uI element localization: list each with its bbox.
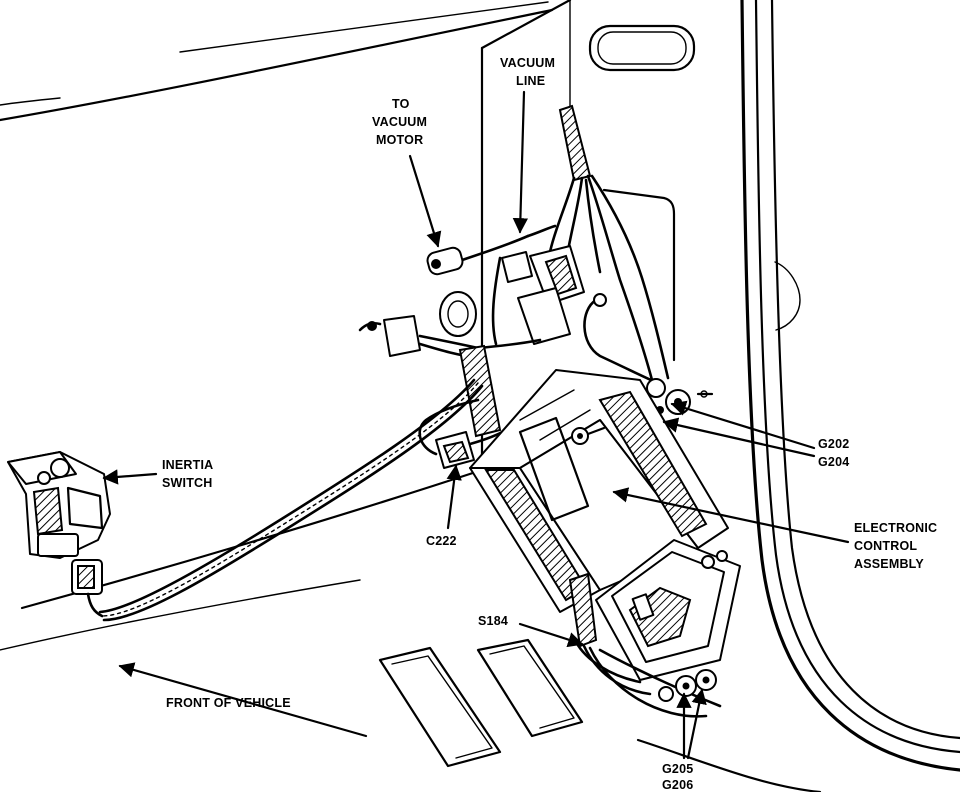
label-s184: S184 bbox=[478, 614, 508, 628]
arrow-to-vacuum-motor bbox=[408, 154, 442, 248]
arrow-s184 bbox=[518, 622, 584, 648]
electronic-control-module bbox=[469, 369, 741, 718]
wiring-harness bbox=[98, 104, 714, 622]
label-inertia-switch-1: INERTIA bbox=[162, 458, 213, 472]
label-inertia-switch-2: SWITCH bbox=[162, 476, 213, 490]
arrow-c222 bbox=[446, 464, 462, 530]
inertia-switch bbox=[7, 451, 111, 618]
arrow-g204 bbox=[662, 417, 816, 458]
diagram-labels: TO VACUUM MOTOR VACUUM LINE INERTIA SWIT… bbox=[162, 56, 937, 792]
label-g204: G204 bbox=[818, 455, 849, 469]
label-g205: G205 bbox=[662, 762, 693, 776]
leader-arrows bbox=[102, 90, 850, 760]
label-vacuum-line-1: VACUUM bbox=[500, 56, 555, 70]
arrow-g206 bbox=[686, 688, 707, 760]
label-to-vacuum-motor-1: TO bbox=[392, 97, 410, 111]
arrow-front-of-vehicle bbox=[118, 662, 368, 738]
arrow-vacuum-line bbox=[512, 90, 529, 234]
vacuum-line bbox=[426, 224, 557, 276]
label-g202: G202 bbox=[818, 437, 849, 451]
label-g206: G206 bbox=[662, 778, 693, 792]
label-electronic-control-1: ELECTRONIC bbox=[854, 521, 937, 535]
label-to-vacuum-motor-2: VACUUM bbox=[372, 115, 427, 129]
label-front-of-vehicle: FRONT OF VEHICLE bbox=[166, 696, 291, 710]
arrow-electronic-control bbox=[612, 487, 850, 544]
label-c222: C222 bbox=[426, 534, 457, 548]
label-electronic-control-3: ASSEMBLY bbox=[854, 557, 924, 571]
arrow-inertia-switch bbox=[102, 469, 158, 485]
label-to-vacuum-motor-3: MOTOR bbox=[376, 133, 423, 147]
label-electronic-control-2: CONTROL bbox=[854, 539, 917, 553]
label-vacuum-line-2: LINE bbox=[516, 74, 545, 88]
arrow-g202 bbox=[670, 400, 816, 450]
